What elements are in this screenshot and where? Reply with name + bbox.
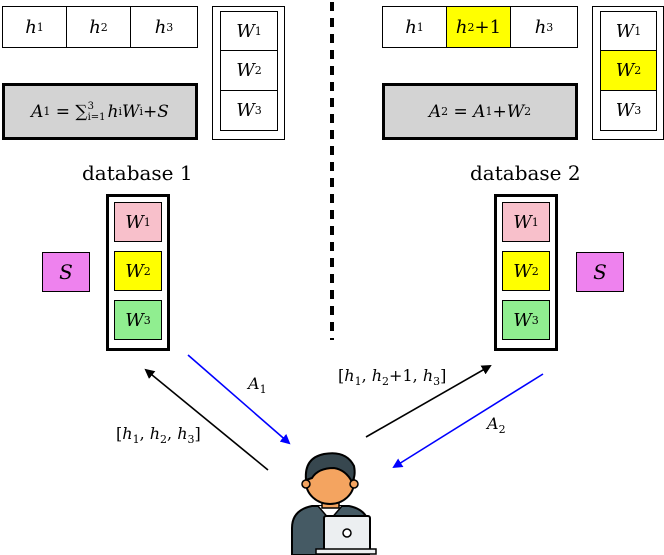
left-s-box: S bbox=[42, 252, 90, 292]
database-1-label: database 1 bbox=[82, 161, 193, 185]
right-answer-arrow bbox=[392, 373, 544, 469]
left-answer-label: A1 bbox=[248, 374, 267, 397]
right-answer-label: A2 bbox=[487, 414, 506, 437]
person-with-laptop-icon bbox=[291, 452, 377, 555]
right-query-arrow bbox=[365, 365, 492, 438]
database-1-frame bbox=[106, 194, 170, 351]
right-s-box: S bbox=[576, 252, 624, 292]
right-query-label: [h1, h2+1, h3] bbox=[338, 366, 447, 389]
left-query-label: [h1, h2, h3] bbox=[116, 424, 201, 447]
left-w-frame bbox=[212, 6, 285, 140]
left-answer-arrow bbox=[187, 354, 291, 445]
left-query-arrow bbox=[144, 368, 269, 471]
database-2-label: database 2 bbox=[470, 161, 581, 185]
database-2-frame bbox=[494, 194, 558, 351]
